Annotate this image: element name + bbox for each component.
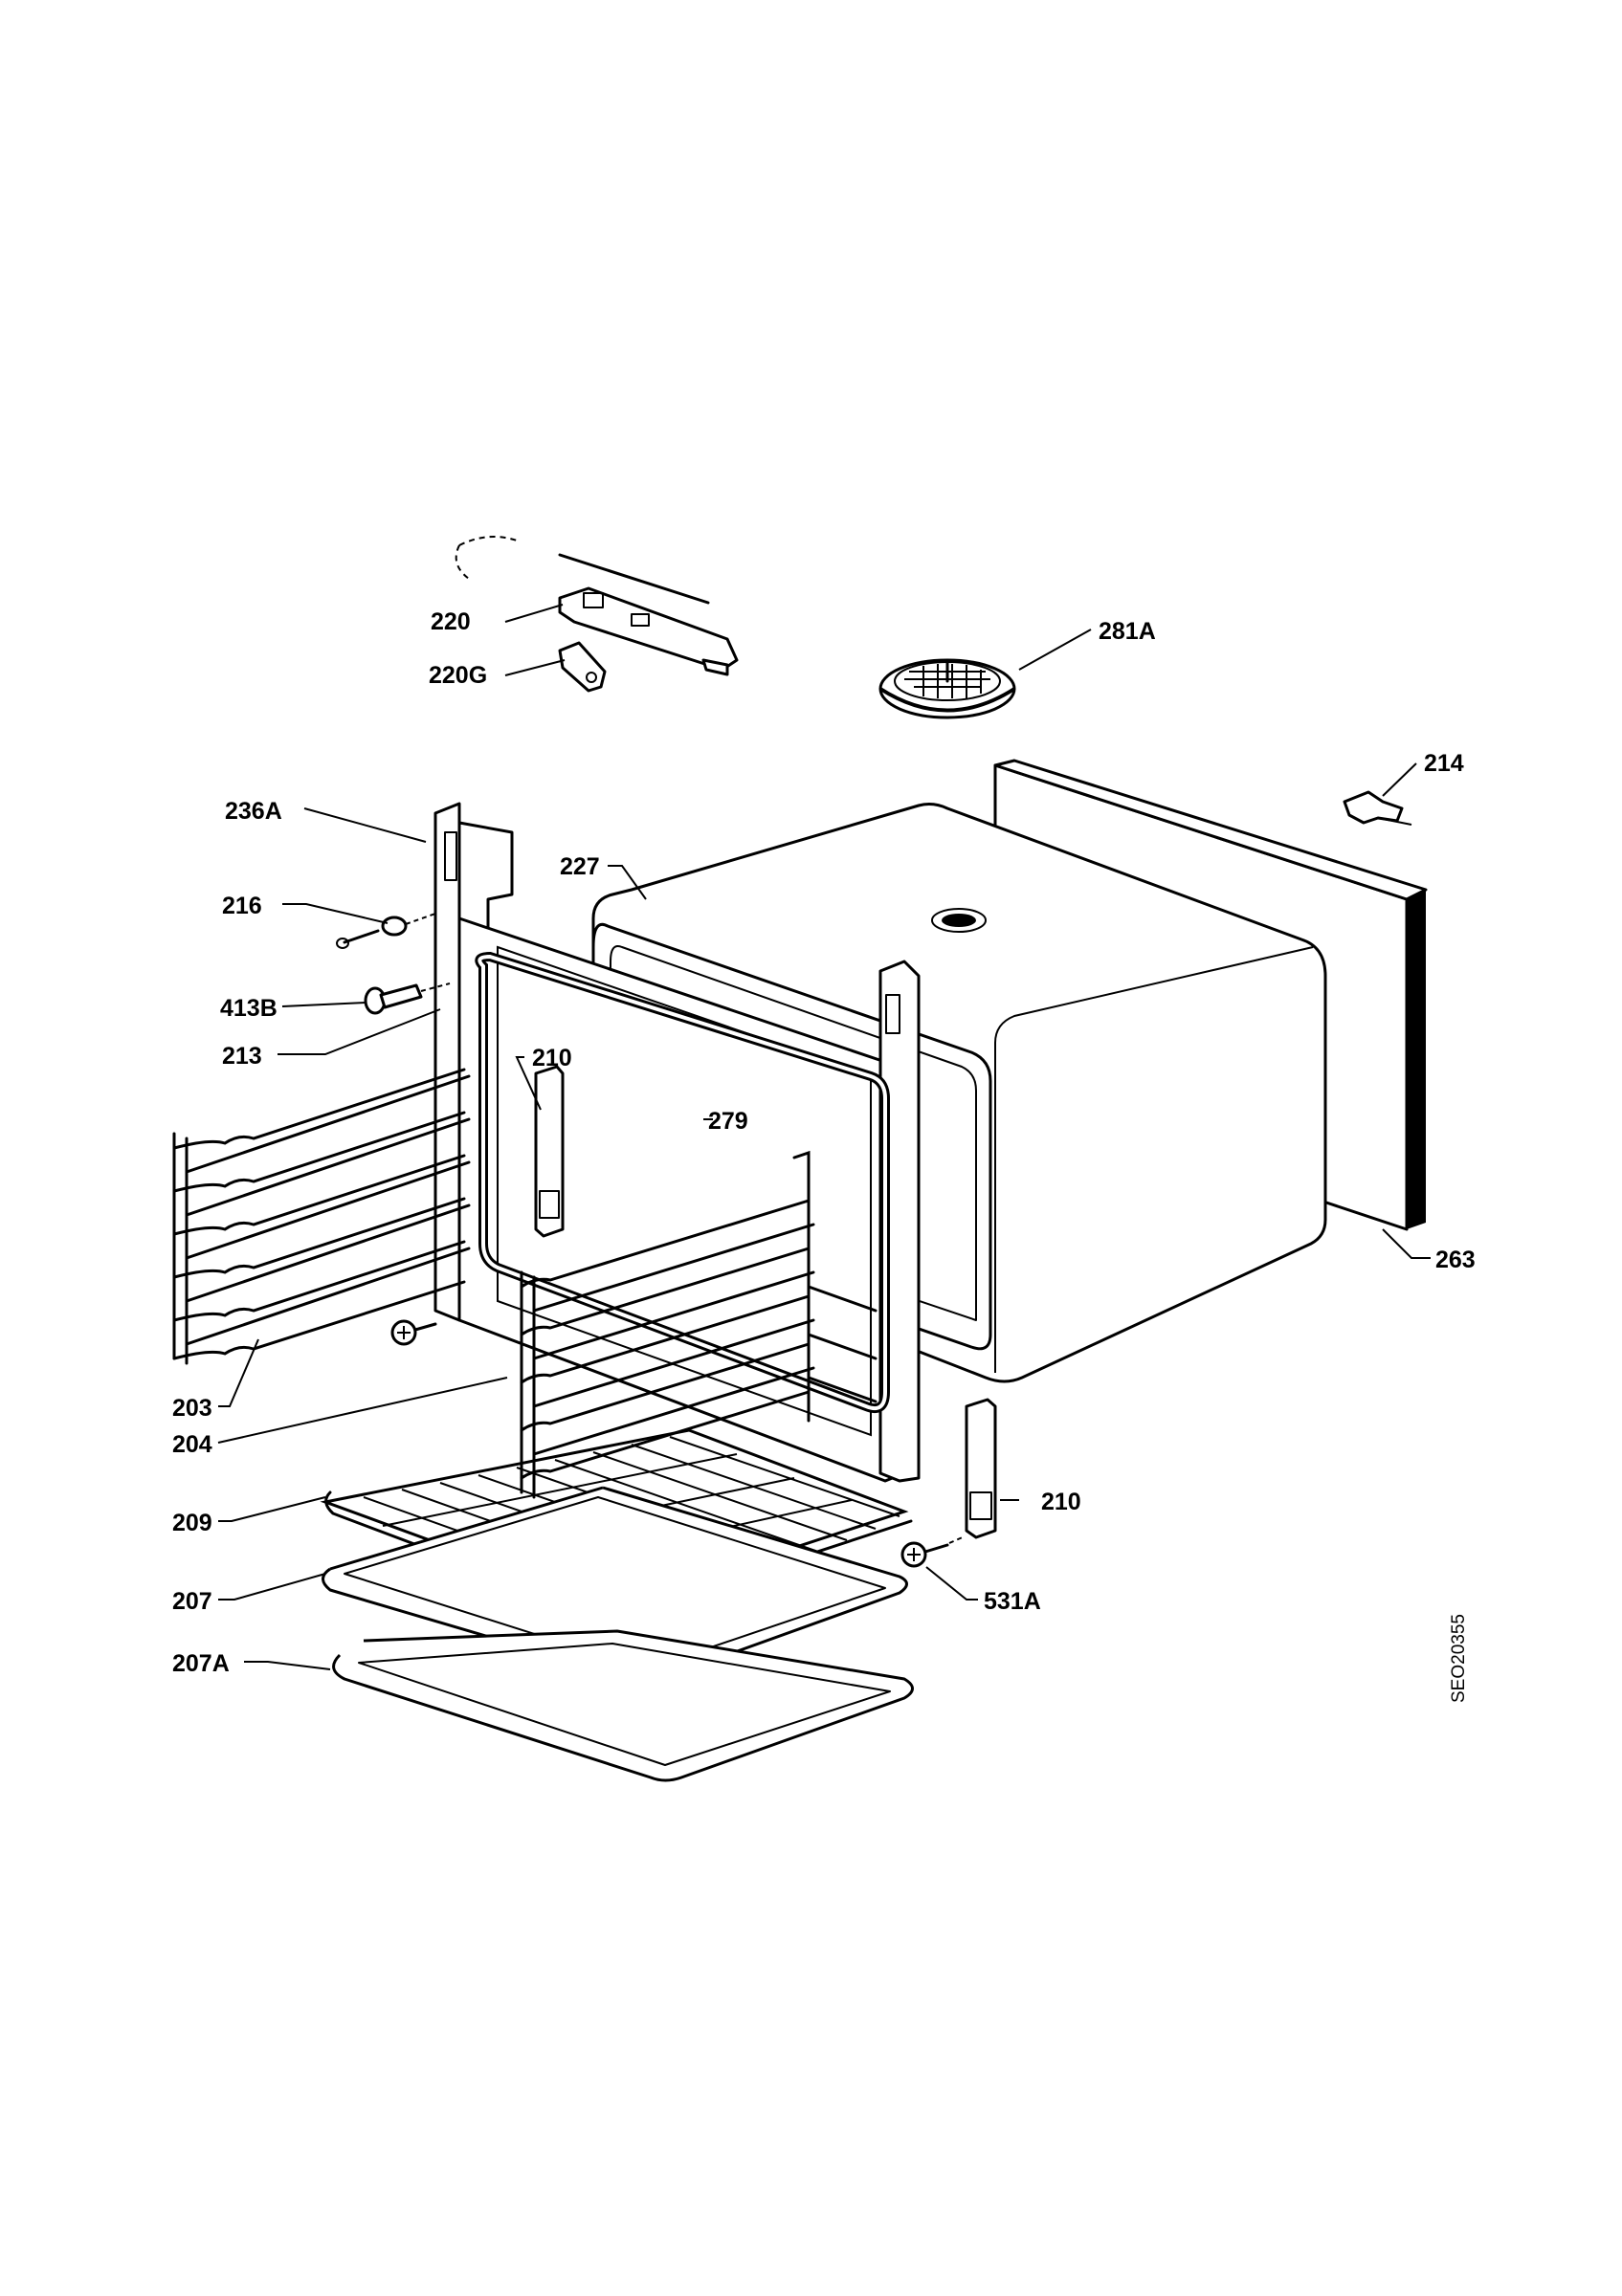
callout-204: 204: [172, 1431, 212, 1458]
lamp-cover-210-upper: [534, 1065, 565, 1238]
hinge-plate-220G: [558, 641, 607, 693]
clip-214: [1343, 790, 1412, 826]
callout-210-lower: 210: [1041, 1489, 1081, 1515]
lamp-cover-210-lower: [965, 1398, 997, 1539]
callout-236A: 236A: [225, 798, 282, 825]
shelf-support-204: [520, 1199, 815, 1499]
leader-lines: [217, 604, 1431, 1670]
screw-216: [336, 913, 436, 949]
shelf-runner-right: [792, 1150, 878, 1423]
callout-labels: 220 220G 281A 214 236A 227 216 413B 213 …: [172, 608, 1476, 1677]
callout-220: 220: [431, 608, 471, 635]
callout-279: 279: [708, 1108, 748, 1135]
callout-227: 227: [560, 853, 600, 880]
callout-281A: 281A: [1099, 618, 1156, 645]
callout-213: 213: [222, 1043, 262, 1070]
callout-263: 263: [1435, 1247, 1476, 1273]
document-code: SEO20355: [1449, 1614, 1469, 1703]
bolt-413B: [364, 982, 451, 1015]
callout-203: 203: [172, 1395, 212, 1422]
callout-207: 207: [172, 1588, 212, 1615]
screw-531A-left: [390, 1319, 437, 1346]
door-hinge-220: [455, 536, 739, 676]
callout-214: 214: [1424, 750, 1464, 777]
baking-tray-207A: [332, 1629, 914, 1782]
callout-531A: 531A: [984, 1588, 1041, 1615]
callout-210-upper: 210: [532, 1045, 572, 1071]
front-frame-236A: [433, 802, 921, 1483]
fan-cover-281A: [878, 658, 1016, 719]
callout-216: 216: [222, 893, 262, 919]
callout-220G: 220G: [429, 662, 487, 689]
callout-209: 209: [172, 1510, 212, 1536]
callout-413B: 413B: [220, 995, 278, 1022]
screw-531A-lower: [900, 1535, 966, 1568]
shelf-support-203: [172, 1068, 471, 1365]
callout-207A: 207A: [172, 1650, 230, 1677]
door-seal-213: [475, 951, 890, 1414]
